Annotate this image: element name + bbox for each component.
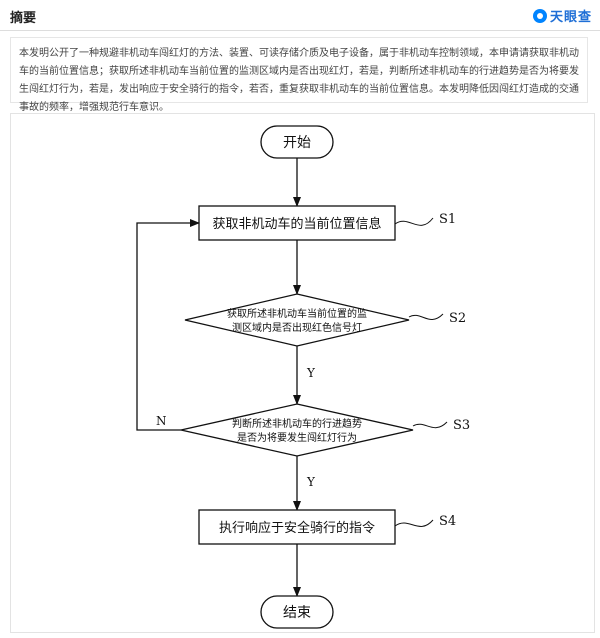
brand[interactable]: 天眼查 xyxy=(532,6,592,25)
yes-label-1: Y xyxy=(306,366,316,380)
no-label: N xyxy=(156,414,167,428)
step-s1-text: 获取非机动车的当前位置信息 xyxy=(212,216,381,232)
s3-leader xyxy=(412,421,448,429)
decision-s3-line2: 是否为将要发生闯红灯行为 xyxy=(237,431,357,444)
step-s1-label: S1 xyxy=(439,212,456,227)
header-divider xyxy=(0,30,600,31)
s2-leader xyxy=(408,313,444,320)
step-s1-box xyxy=(198,205,396,241)
decision-s2-line1: 获取所述非机动车当前位置的监 xyxy=(227,307,367,320)
end-label: 结束 xyxy=(283,605,311,621)
s1-leader xyxy=(394,217,434,226)
brand-name: 天眼查 xyxy=(549,10,592,25)
flowchart-figure: 开始 获取非机动车的当前位置信息 S1 获取所述非机动车当前位置的监 测区域内是… xyxy=(10,113,595,633)
yes-label-2: Y xyxy=(306,475,316,489)
decision-s2-line2: 测区域内是否出现红色信号灯 xyxy=(232,321,362,334)
s4-leader xyxy=(394,519,434,527)
section-title: 摘要 xyxy=(10,11,37,26)
decision-s2-diamond xyxy=(184,293,410,347)
abstract-text: 本发明公开了一种规避非机动车闯红灯的方法、装置、可读存储介质及电子设备，属于非机… xyxy=(19,48,579,113)
end-terminal xyxy=(260,595,334,629)
start-label: 开始 xyxy=(283,135,311,151)
step-s4-label: S4 xyxy=(439,514,456,529)
step-s4-box xyxy=(198,509,396,545)
decision-s2-label: S2 xyxy=(449,311,466,326)
decision-s3-line1: 判断所述非机动车的行进趋势 xyxy=(232,417,362,430)
step-s4-text: 执行响应于安全骑行的指令 xyxy=(219,520,375,536)
tianyancha-logo-icon xyxy=(532,8,547,23)
abstract-panel: 本发明公开了一种规避非机动车闯红灯的方法、装置、可读存储介质及电子设备，属于非机… xyxy=(10,37,588,113)
flowchart-svg: 开始 获取非机动车的当前位置信息 S1 获取所述非机动车当前位置的监 测区域内是… xyxy=(136,125,470,629)
decision-s3-diamond xyxy=(180,403,414,457)
header: 摘要 天眼查 xyxy=(0,0,600,30)
no-loop-line xyxy=(136,219,200,431)
decision-s3-label: S3 xyxy=(453,418,470,433)
